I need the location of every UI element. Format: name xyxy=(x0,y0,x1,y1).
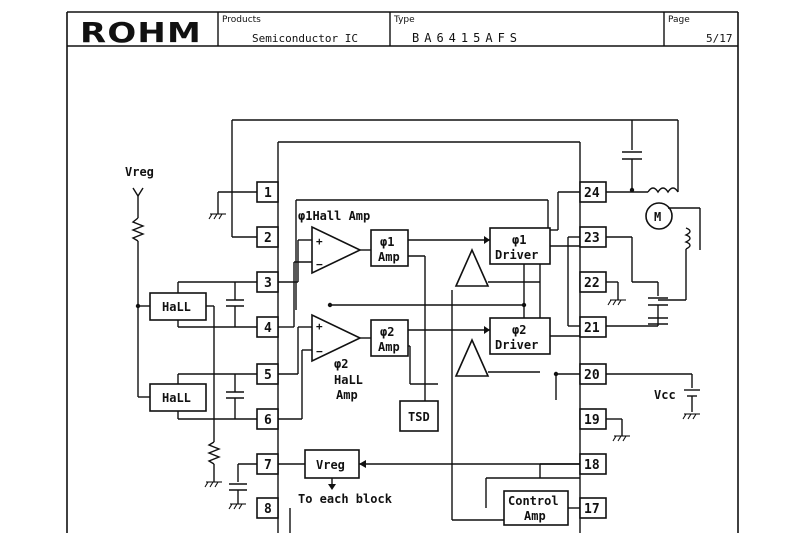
svg-text:Driver: Driver xyxy=(495,338,538,352)
hall-element-2: HaLL xyxy=(149,383,207,412)
pin-6: 6 xyxy=(264,413,272,428)
pin-3: 3 xyxy=(264,276,272,291)
svg-text:−: − xyxy=(316,345,323,358)
pin-21: 21 xyxy=(584,321,600,336)
control-amp-block: Control Amp xyxy=(503,490,569,526)
wiring xyxy=(131,119,701,533)
svg-text:Driver: Driver xyxy=(495,248,538,262)
vreg-label: Vreg xyxy=(125,165,154,179)
page-label: Page xyxy=(668,15,690,25)
pin-22: 22 xyxy=(584,276,600,291)
svg-text:φ1: φ1 xyxy=(512,233,526,247)
products-value: Semiconductor IC xyxy=(252,32,358,45)
phase2-amp-block: φ2 Amp xyxy=(370,319,409,357)
svg-text:Control: Control xyxy=(508,494,559,508)
hall-amp-1: + − xyxy=(311,225,362,275)
svg-text:TSD: TSD xyxy=(408,410,430,424)
pin-1: 1 xyxy=(264,186,272,201)
hall-element-1: HaLL xyxy=(149,292,207,321)
pin-17: 17 xyxy=(584,502,600,517)
pin-8: 8 xyxy=(264,502,272,517)
comparator-1 xyxy=(454,248,490,287)
pin-18: 18 xyxy=(584,458,600,473)
pin-23: 23 xyxy=(584,231,600,246)
pin-20: 20 xyxy=(584,368,600,383)
type-value: BA6415AFS xyxy=(412,31,522,45)
pin-7: 7 xyxy=(264,458,272,473)
tsd-block: TSD xyxy=(399,400,439,432)
hall-amp-2-label: φ2 xyxy=(334,357,348,371)
svg-text:φ2: φ2 xyxy=(380,325,394,339)
right-pins: 24 23 22 21 20 19 18 17 xyxy=(579,181,607,519)
svg-text:Amp: Amp xyxy=(524,509,546,523)
svg-text:Vreg: Vreg xyxy=(316,458,345,472)
svg-text:φ2: φ2 xyxy=(512,323,526,337)
company-logo: ROHM xyxy=(80,16,202,49)
svg-text:−: − xyxy=(316,258,323,271)
motor-symbol: M xyxy=(645,202,673,230)
hall-amp-2-label-line2: HaLL xyxy=(334,373,363,387)
svg-text:HaLL: HaLL xyxy=(162,300,191,314)
page-number: 5/17 xyxy=(706,32,733,45)
phase2-driver-block: φ2 Driver xyxy=(489,317,551,355)
svg-text:Amp: Amp xyxy=(378,340,400,354)
pin-5: 5 xyxy=(264,368,272,383)
vcc-label: Vcc xyxy=(654,388,676,402)
comparator-2 xyxy=(454,338,490,377)
svg-text:φ1: φ1 xyxy=(380,235,394,249)
svg-text:Amp: Amp xyxy=(378,250,400,264)
pin-24: 24 xyxy=(584,186,600,201)
svg-text:+: + xyxy=(316,320,323,333)
page-frame xyxy=(66,11,739,533)
phase1-amp-block: φ1 Amp xyxy=(370,229,409,267)
hall-amp-2-label-line3: Amp xyxy=(336,388,358,402)
pin-4: 4 xyxy=(264,321,272,336)
phase1-driver-block: φ1 Driver xyxy=(489,227,551,265)
svg-text:HaLL: HaLL xyxy=(162,391,191,405)
svg-text:M: M xyxy=(654,210,661,224)
type-label: Type xyxy=(393,15,415,25)
to-each-block-label: To each block xyxy=(298,492,393,506)
pin-19: 19 xyxy=(584,413,600,428)
hall-amp-1-label: φ1Hall Amp xyxy=(298,209,370,223)
products-label: Products xyxy=(222,15,261,25)
vreg-block: Vreg xyxy=(304,449,360,479)
left-pins: 1 2 3 4 5 6 7 8 xyxy=(256,181,279,519)
hall-amp-2: + − xyxy=(311,313,362,363)
pin-2: 2 xyxy=(264,231,272,246)
svg-text:+: + xyxy=(316,235,323,248)
header: ROHM Products Semiconductor IC Type BA64… xyxy=(80,15,733,49)
